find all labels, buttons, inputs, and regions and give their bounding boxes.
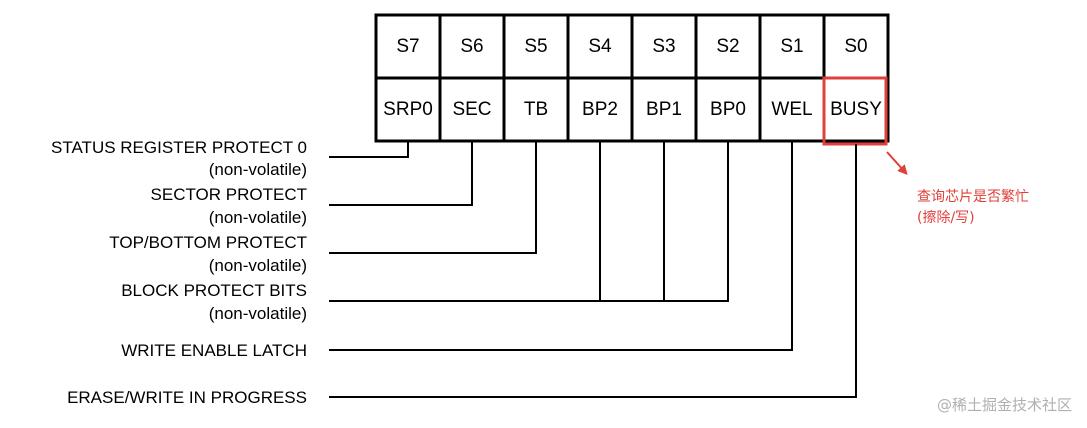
bit-number-s2: S2 xyxy=(716,36,739,57)
annotation-arrow xyxy=(886,151,908,175)
bit-name-busy: BUSY xyxy=(830,99,882,120)
label-title: STATUS REGISTER PROTECT 0 xyxy=(51,138,307,157)
label-title: WRITE ENABLE LATCH xyxy=(121,341,307,360)
bit-name-tb: TB xyxy=(524,99,548,120)
bit-number-s5: S5 xyxy=(524,36,547,57)
annotation-line-2: (擦除/写) xyxy=(917,209,975,226)
bit-name-srp0: SRP0 xyxy=(383,99,433,120)
bit-number-s1: S1 xyxy=(780,36,803,57)
label-note: (non-volatile) xyxy=(209,256,307,275)
connector-lines xyxy=(329,141,857,398)
bit-labels: STATUS REGISTER PROTECT 0 (non-volatile) S… xyxy=(51,138,307,407)
bit-name-sec: SEC xyxy=(452,99,491,120)
label-note: (non-volatile) xyxy=(209,208,307,227)
label-note: (non-volatile) xyxy=(209,304,307,323)
label-title: SECTOR PROTECT xyxy=(151,185,307,204)
connector-busy xyxy=(329,144,857,398)
bit-name-bp1: BP1 xyxy=(646,99,682,120)
bit-name-bp0: BP0 xyxy=(710,99,746,120)
bit-number-s0: S0 xyxy=(844,36,867,57)
bit-name-bp2: BP2 xyxy=(582,99,618,120)
label-title: TOP/BOTTOM PROTECT xyxy=(109,233,307,252)
label-title: ERASE/WRITE IN PROGRESS xyxy=(67,388,307,407)
label-note: (non-volatile) xyxy=(209,160,307,179)
annotation-line-1: 查询芯片是否繁忙 xyxy=(917,189,1029,205)
watermark: @稀土掘金技术社区 xyxy=(937,396,1072,414)
bit-name-wel: WEL xyxy=(771,99,812,120)
label-title: BLOCK PROTECT BITS xyxy=(121,281,307,300)
connector-sec xyxy=(329,141,473,206)
bit-number-s6: S6 xyxy=(460,36,483,57)
connector-srp0 xyxy=(329,141,409,158)
bit-number-s7: S7 xyxy=(396,36,419,57)
register-table: S7 S6 S5 S4 S3 S2 S1 S0 SRP0 SEC TB BP2 BP1 BP0 WEL BU… xyxy=(374,13,890,146)
connector-tb xyxy=(329,141,537,254)
bit-number-s4: S4 xyxy=(588,36,612,57)
connector-bp2 xyxy=(329,141,601,302)
connector-wel xyxy=(329,141,793,351)
connector-bp0 xyxy=(600,141,729,302)
bit-number-s3: S3 xyxy=(652,36,675,57)
